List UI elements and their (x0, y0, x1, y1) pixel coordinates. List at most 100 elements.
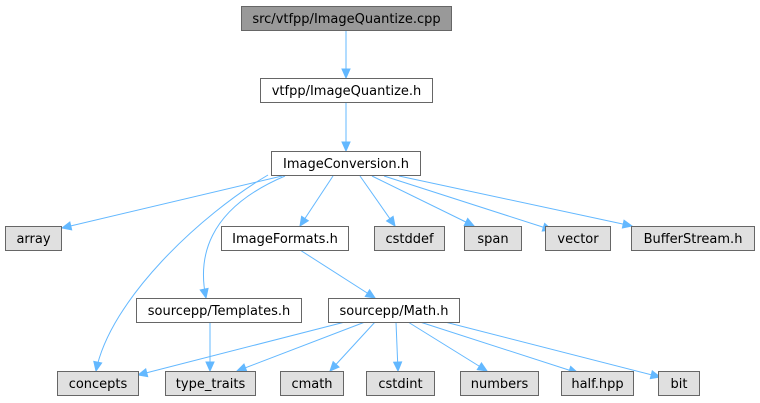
edge-ic_h-to-concepts (93, 174, 269, 373)
node-label: src/vtfpp/ImageQuantize.cpp (252, 12, 440, 27)
node-box (328, 298, 460, 323)
arrowhead (199, 287, 209, 300)
node-label: vtfpp/ImageQuantize.h (272, 84, 422, 99)
node-box (460, 371, 539, 396)
edge-line (359, 175, 396, 227)
node-label: BufferStream.h (644, 232, 743, 247)
arrowhead (329, 360, 340, 372)
edge-line (329, 321, 376, 372)
arrowhead (476, 361, 489, 372)
node-box (545, 226, 611, 251)
arrowhead (205, 361, 215, 373)
node-label: ImageConversion.h (283, 157, 409, 172)
node-label: cmath (291, 377, 332, 392)
node-math[interactable]: sourcepp/Math.h (328, 298, 460, 323)
edge-line (236, 321, 366, 372)
edge-ic_h-to-if_h (299, 175, 334, 228)
arrowhead (463, 217, 476, 227)
node-cstdint: cstdint (366, 371, 435, 396)
edge-line (407, 321, 488, 372)
edge-math-to-concepts (136, 321, 346, 378)
arrowhead (385, 215, 396, 228)
edge-line (398, 175, 633, 227)
node-if_h[interactable]: ImageFormats.h (221, 226, 349, 251)
node-templates[interactable]: sourcepp/Templates.h (136, 298, 302, 323)
arrowhead (621, 219, 634, 229)
edge-line (299, 249, 376, 299)
node-root[interactable]: src/vtfpp/ImageQuantize.cpp (241, 6, 452, 31)
node-label: concepts (69, 377, 128, 392)
node-box (260, 78, 433, 103)
edge-line (383, 175, 553, 231)
edge-math-to-cmath (329, 321, 376, 372)
node-span: span (464, 226, 522, 251)
arrowhead (341, 141, 351, 153)
edge-line (61, 175, 283, 229)
node-box (241, 6, 452, 31)
edge-ic_h-to-templates (199, 175, 286, 300)
node-halfhpp: half.hpp (561, 371, 634, 396)
edge-line (95, 174, 269, 372)
node-label: numbers (471, 377, 529, 392)
node-label: span (477, 232, 508, 247)
node-bit: bit (658, 371, 700, 396)
arrowhead (341, 68, 351, 80)
node-box (366, 371, 435, 396)
edge-ic_h-to-span (371, 175, 476, 227)
nodes-layer: src/vtfpp/ImageQuantize.cpp vtfpp/ImageQu… (5, 6, 755, 396)
node-box (221, 226, 349, 251)
edge-line (371, 175, 475, 227)
edge-math-to-numbers (407, 321, 489, 372)
edge-line (444, 321, 661, 378)
edge-math-to-halfhpp (419, 321, 580, 375)
arrowhead (649, 370, 662, 380)
node-ic_h[interactable]: ImageConversion.h (271, 151, 421, 176)
edge-root-to-iq_h (341, 30, 351, 80)
edge-math-to-type_traits (235, 321, 366, 373)
node-label: half.hpp (571, 377, 623, 392)
node-array: array (5, 226, 62, 251)
arrowhead (299, 215, 310, 228)
arrowhead (93, 360, 103, 373)
node-vector: vector (545, 226, 611, 251)
node-numbers: numbers (460, 371, 539, 396)
node-box (57, 371, 139, 396)
node-label: cstdint (378, 377, 422, 392)
edge-ic_h-to-array (60, 175, 283, 231)
arrowhead (235, 363, 248, 373)
edge-math-to-bit (444, 321, 662, 380)
edge-line (137, 321, 346, 376)
arrowhead (364, 288, 377, 299)
edge-if_h-to-math (299, 249, 377, 299)
edge-line (202, 175, 286, 299)
edge-templates-to-type_traits (205, 322, 215, 373)
node-label: sourcepp/Math.h (340, 304, 449, 319)
edge-line (299, 175, 334, 227)
node-label: ImageFormats.h (232, 232, 338, 247)
edge-line (419, 321, 579, 374)
node-box (658, 371, 700, 396)
node-label: cstddef (385, 232, 434, 247)
arrowhead (392, 361, 403, 373)
node-box (5, 226, 62, 251)
node-label: sourcepp/Templates.h (148, 304, 291, 319)
node-label: type_traits (176, 377, 246, 392)
node-bufstream: BufferStream.h (631, 226, 755, 251)
edge-ic_h-to-cstddef (359, 175, 396, 228)
node-box (280, 371, 344, 396)
edge-math-to-cstdint (392, 321, 403, 373)
node-cmath: cmath (280, 371, 344, 396)
node-box (374, 226, 445, 251)
node-box (165, 371, 256, 396)
node-box (464, 226, 522, 251)
node-box (271, 151, 421, 176)
node-label: bit (671, 377, 688, 392)
node-box (631, 226, 755, 251)
node-iq_h[interactable]: vtfpp/ImageQuantize.h (260, 78, 433, 103)
node-label: vector (557, 232, 599, 247)
node-box (136, 298, 302, 323)
edge-ic_h-to-bufstream (398, 175, 634, 229)
arrowhead (60, 221, 73, 231)
node-box (561, 371, 634, 396)
